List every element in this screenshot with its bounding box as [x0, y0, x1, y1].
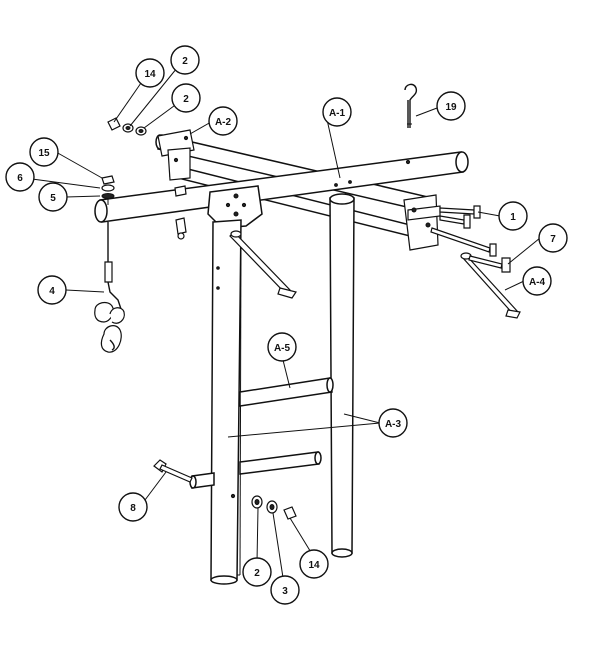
upper-rung: [239, 377, 334, 407]
callout-5-label: 5: [50, 193, 56, 204]
right-bracket: [403, 194, 441, 251]
bolt-7: [468, 255, 511, 273]
callout-a2-label: A-2: [215, 117, 232, 128]
right-vertical-leg: [329, 193, 355, 558]
callout-a1-label: A-1: [329, 108, 346, 119]
callout-a3-label: A-3: [385, 419, 402, 430]
callout-19: 19: [436, 91, 466, 121]
callout-a1: A-1: [322, 97, 352, 127]
right-bolts: [430, 205, 497, 257]
right-diagonal-brace: [460, 252, 521, 319]
callout-14-top-label: 14: [144, 69, 156, 80]
top-left-hardware: [107, 117, 147, 136]
callout-a5: A-5: [267, 332, 297, 362]
callout-8: 8: [118, 492, 148, 522]
callout-7: 7: [538, 223, 568, 253]
callout-2-top-a-label: 2: [182, 56, 188, 67]
s-hook: [404, 83, 418, 128]
callout-6-label: 6: [17, 173, 23, 184]
lower-left-stub: [189, 472, 215, 489]
callout-a5-label: A-5: [274, 343, 291, 354]
callout-4: 4: [37, 275, 67, 305]
leader-lines: [31, 67, 541, 585]
main-top-bar: [94, 151, 469, 223]
callout-2-bottom-label: 2: [254, 568, 260, 579]
callout-6: 6: [5, 162, 35, 192]
callout-2-top-a: 2: [170, 45, 200, 75]
callout-a3: A-3: [378, 408, 408, 438]
hardware: [94, 83, 511, 520]
callout-3: 3: [270, 575, 300, 605]
t-joint: [207, 185, 263, 229]
callout-a4: A-4: [522, 266, 552, 296]
callout-14-bottom: 14: [299, 549, 329, 579]
callout-4-label: 4: [49, 286, 55, 297]
callout-15-label: 15: [38, 148, 50, 159]
callout-2-top-b: 2: [171, 83, 201, 113]
callout-19-label: 19: [445, 102, 457, 113]
callout-2-top-b-label: 2: [183, 94, 189, 105]
front-diagonal-brace: [229, 230, 297, 299]
callout-15: 15: [29, 137, 59, 167]
lower-rung: [239, 451, 322, 475]
left-vertical-leg: [210, 219, 242, 585]
callouts: 14 2 2 A-2 A-1 19 15 6: [5, 45, 568, 605]
bottom-hardware: [251, 495, 297, 520]
callout-14-top: 14: [135, 58, 165, 88]
inner-vertical-leg: [237, 239, 242, 576]
hanger-assembly: [94, 222, 125, 353]
mid-bolt: [174, 185, 187, 240]
frame: [94, 129, 521, 585]
callout-2-bottom: 2: [242, 557, 272, 587]
callout-5: 5: [38, 182, 68, 212]
left-end-hardware: [101, 175, 115, 205]
bolt-8: [153, 459, 193, 483]
left-top-bracket: [157, 129, 195, 181]
callout-1-label: 1: [510, 212, 516, 223]
callout-1: 1: [498, 201, 528, 231]
callout-8-label: 8: [130, 503, 136, 514]
callout-3-label: 3: [282, 586, 288, 597]
callout-a4-label: A-4: [529, 277, 546, 288]
callout-7-label: 7: [550, 234, 556, 245]
callout-a2: A-2: [208, 106, 238, 136]
callout-14-bottom-label: 14: [308, 560, 320, 571]
